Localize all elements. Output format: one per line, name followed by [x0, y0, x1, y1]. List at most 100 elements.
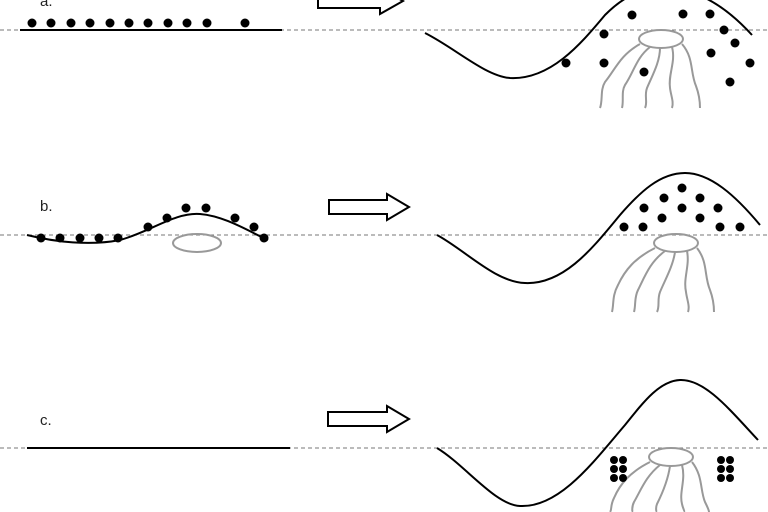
dot [638, 222, 648, 232]
panel-b-arrow [328, 192, 411, 222]
panel-b-initial-nodule [172, 233, 222, 253]
dot [105, 18, 115, 28]
dot [719, 25, 729, 35]
dot [230, 213, 240, 223]
dot [745, 58, 755, 68]
nodule-ellipse [648, 447, 694, 467]
dot [27, 18, 37, 28]
panel-a: a. [0, 0, 768, 109]
root-strand [668, 46, 675, 109]
dot [677, 183, 687, 193]
nodule-ellipse [653, 233, 699, 253]
dot [249, 222, 259, 232]
dot [66, 18, 76, 28]
dot [94, 233, 104, 243]
panel-b-label: b. [40, 198, 53, 215]
dot [730, 38, 740, 48]
root-strand [681, 43, 701, 109]
dot [695, 193, 705, 203]
dot [85, 18, 95, 28]
dot [735, 222, 745, 232]
dot [561, 58, 571, 68]
dot [599, 29, 609, 39]
dot [610, 465, 618, 473]
dot [182, 18, 192, 28]
dot [726, 456, 734, 464]
dot [610, 474, 618, 482]
dot [619, 222, 629, 232]
panel-a-scattered-dots [561, 9, 755, 87]
root-strand [680, 464, 686, 512]
panel-c-arrow [327, 404, 411, 434]
dot [705, 9, 715, 19]
dot [619, 456, 627, 464]
dot [726, 465, 734, 473]
dot [201, 203, 211, 213]
dot [143, 18, 153, 28]
dot [678, 9, 688, 19]
root-strand [691, 461, 710, 512]
dot [240, 18, 250, 28]
root-strand [655, 465, 671, 512]
panel-b: b. [0, 171, 768, 313]
panel-b-mound-dots [619, 183, 745, 232]
panel-a-label: a. [40, 0, 53, 10]
dot [75, 233, 85, 243]
dot [143, 222, 153, 232]
dot [124, 18, 134, 28]
panel-c-dot-cluster-right [717, 456, 734, 482]
dot [599, 58, 609, 68]
root-strand [684, 250, 690, 313]
dot [717, 456, 725, 464]
panel-c-dot-cluster-left [610, 456, 627, 482]
root-strand [696, 247, 715, 313]
dot [639, 203, 649, 213]
root-strand [599, 43, 641, 109]
dot [725, 77, 735, 87]
panel-a-initial-dots [27, 18, 250, 28]
dot [162, 213, 172, 223]
dot [113, 233, 123, 243]
dot [713, 203, 723, 213]
root-strand [631, 464, 661, 512]
dot [619, 465, 627, 473]
panel-b-initial-dots [36, 203, 269, 243]
dot [695, 213, 705, 223]
root-strand [633, 250, 666, 313]
nodule-ellipse [638, 29, 684, 49]
dot [717, 465, 725, 473]
dot [659, 193, 669, 203]
dot [677, 203, 687, 213]
dot [181, 203, 191, 213]
dot [717, 474, 725, 482]
panel-c: c. [0, 378, 768, 512]
panel-b-wave [436, 171, 761, 285]
dot [726, 474, 734, 482]
panel-c-label: c. [40, 412, 52, 429]
dot [639, 67, 649, 77]
dot [46, 18, 56, 28]
root-strand [609, 461, 651, 512]
dot [202, 18, 212, 28]
dot [163, 18, 173, 28]
panel-a-root-structure [599, 29, 701, 109]
root-strand [644, 47, 661, 109]
dot [610, 456, 618, 464]
dot [36, 233, 46, 243]
panel-a-arrow [317, 0, 406, 16]
panel-a-wave [424, 0, 753, 80]
root-strand [656, 251, 676, 313]
dot [627, 10, 637, 20]
root-strand [621, 46, 651, 109]
dot [657, 213, 667, 223]
root-strand [611, 247, 656, 313]
dot [715, 222, 725, 232]
panel-c-wave [436, 378, 759, 508]
panel-c-root-structure [609, 447, 710, 512]
panel-b-root-structure [611, 233, 715, 313]
dot [706, 48, 716, 58]
panel-b-initial-wave [26, 212, 269, 244]
dot [619, 474, 627, 482]
dot [55, 233, 65, 243]
dot [259, 233, 269, 243]
